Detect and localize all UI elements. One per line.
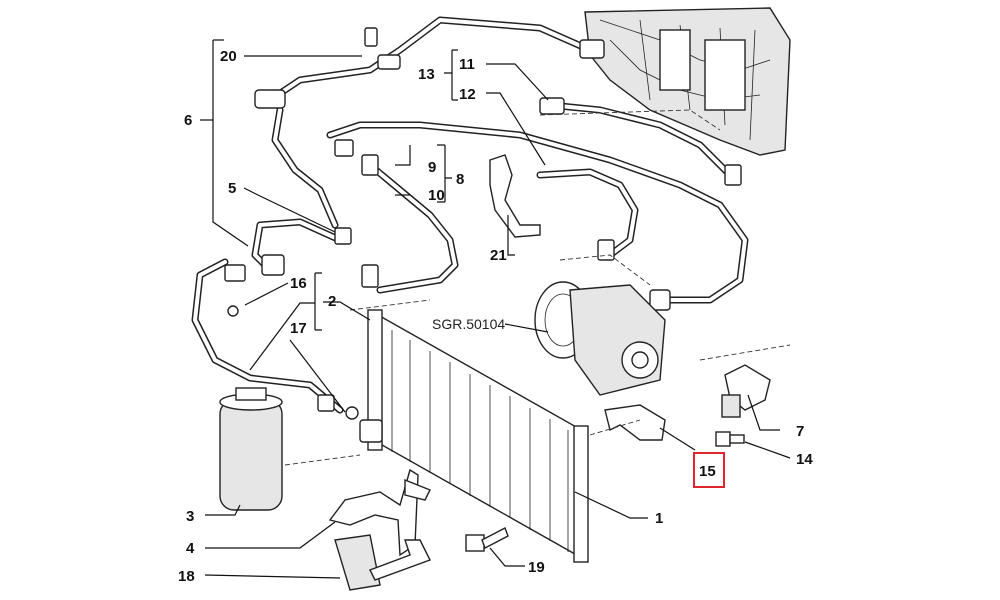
callout-14: 14 bbox=[796, 451, 813, 468]
receiver-drier bbox=[219, 387, 283, 511]
callout-4: 4 bbox=[186, 540, 195, 557]
compressor bbox=[534, 281, 666, 396]
callout-labels: 20 6 5 13 11 12 9 10 8 21 16 2 17 SGR.50… bbox=[178, 48, 813, 585]
pressure-sensor bbox=[721, 364, 771, 418]
callout-10: 10 bbox=[428, 187, 445, 204]
hose-lines bbox=[191, 16, 749, 414]
callout-6: 6 bbox=[184, 112, 192, 129]
callout-19: 19 bbox=[528, 559, 545, 576]
callout-13: 13 bbox=[418, 66, 435, 83]
bracket-15 bbox=[604, 404, 666, 441]
callout-21: 21 bbox=[490, 247, 507, 264]
engine-housing bbox=[584, 7, 791, 156]
callout-3: 3 bbox=[186, 508, 194, 525]
callout-1: 1 bbox=[655, 510, 663, 527]
callout-7: 7 bbox=[796, 423, 804, 440]
callout-20: 20 bbox=[220, 48, 237, 65]
callout-17: 17 bbox=[290, 320, 307, 337]
callout-11: 11 bbox=[459, 56, 475, 73]
leader-lines bbox=[200, 39, 791, 579]
drier-clamp bbox=[328, 468, 431, 557]
callout-9: 9 bbox=[428, 159, 436, 176]
hose-fittings bbox=[224, 27, 742, 420]
callout-15: 15 bbox=[699, 463, 716, 480]
callout-2: 2 bbox=[328, 293, 336, 310]
assembly-guides bbox=[284, 109, 791, 466]
bolt-19 bbox=[465, 527, 509, 552]
reference-code: SGR.50104 bbox=[432, 316, 505, 332]
callout-18: 18 bbox=[178, 568, 195, 585]
condenser bbox=[359, 309, 589, 563]
callout-5: 5 bbox=[228, 180, 236, 197]
bolt-14 bbox=[715, 431, 745, 447]
bracket-21 bbox=[489, 154, 541, 238]
callout-12: 12 bbox=[459, 86, 476, 103]
mount-bracket bbox=[334, 534, 431, 591]
callout-8: 8 bbox=[456, 171, 464, 188]
highlight-box bbox=[693, 452, 725, 488]
callout-16: 16 bbox=[290, 275, 307, 292]
